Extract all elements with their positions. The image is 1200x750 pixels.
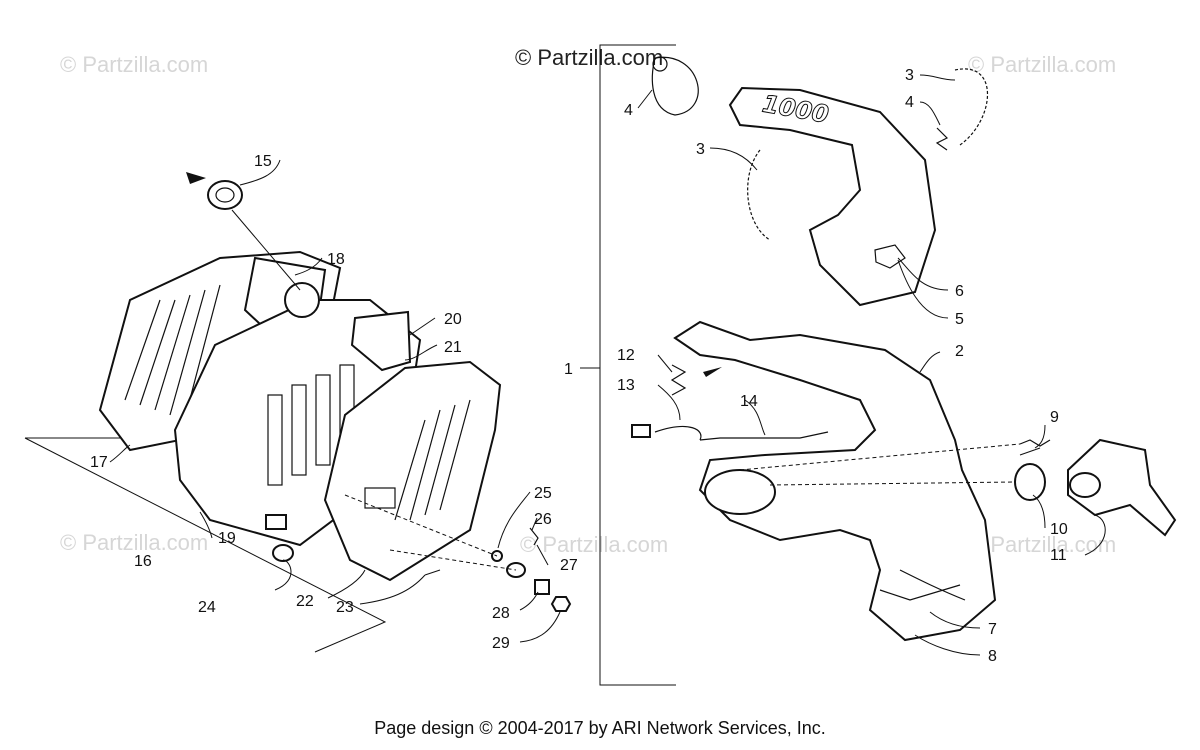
bolt-28 bbox=[534, 579, 550, 595]
watermark-bottom-center: © Partzilla.com bbox=[520, 532, 668, 557]
callout-3-left: 3 bbox=[696, 141, 705, 158]
watermark-top-center: © Partzilla.com bbox=[515, 45, 663, 70]
grommet bbox=[207, 180, 243, 210]
exhaust-manifold bbox=[1067, 438, 1177, 537]
manifold-port bbox=[1069, 472, 1101, 498]
watermark-bottom-left: © Partzilla.com bbox=[60, 530, 208, 555]
callout-15: 15 bbox=[254, 153, 272, 170]
callout-1: 1 bbox=[564, 361, 573, 378]
spring-clamp-upper-left bbox=[651, 56, 699, 116]
insulation-pad-upper bbox=[350, 310, 412, 372]
callout-13: 13 bbox=[617, 377, 635, 394]
callout-25: 25 bbox=[534, 485, 552, 502]
spring-4-left bbox=[652, 56, 668, 72]
group-bracket bbox=[580, 44, 676, 686]
floor-line-b bbox=[24, 437, 387, 653]
front-heat-shield bbox=[323, 360, 502, 582]
callout-19: 19 bbox=[218, 530, 236, 547]
chamber-inlet bbox=[704, 469, 776, 515]
callout-4-right: 4 bbox=[905, 94, 914, 111]
callout-10: 10 bbox=[1050, 521, 1068, 538]
callout-29: 29 bbox=[492, 635, 510, 652]
callout-3-top: 3 bbox=[905, 67, 914, 84]
expansion-chamber-assembly: 1000 bbox=[631, 56, 1177, 642]
callout-17: 17 bbox=[90, 454, 108, 471]
callout-23: 23 bbox=[336, 599, 354, 616]
pointer-arrow-left bbox=[186, 172, 206, 184]
callout-14: 14 bbox=[740, 393, 758, 410]
sensor-plug bbox=[631, 424, 651, 438]
watermark-top-right: © Partzilla.com bbox=[968, 52, 1116, 77]
callout-28: 28 bbox=[492, 605, 510, 622]
watermark-bottom-right: © Partzilla.com bbox=[968, 532, 1116, 557]
silencer-assembly bbox=[24, 172, 572, 653]
shield-patch bbox=[874, 244, 906, 269]
callout-21: 21 bbox=[444, 339, 462, 356]
chamber-patch bbox=[879, 584, 961, 601]
sensor-13 bbox=[654, 425, 702, 441]
expansion-chamber bbox=[673, 320, 997, 642]
spring-clamp-lower-left bbox=[747, 149, 771, 241]
leader-lines bbox=[109, 74, 1106, 656]
watermark-top-left: © Partzilla.com bbox=[60, 52, 208, 77]
pointer-arrow-right bbox=[703, 367, 722, 377]
upper-heat-shield bbox=[728, 86, 937, 307]
callout-4-left: 4 bbox=[624, 102, 633, 119]
page-footer: Page design © 2004-2017 by ARI Network S… bbox=[374, 718, 826, 738]
rubber-mount bbox=[272, 544, 294, 562]
clip-27 bbox=[529, 527, 539, 546]
chamber-weld bbox=[899, 569, 966, 601]
spring-4-right bbox=[935, 127, 949, 151]
callout-16: 16 bbox=[134, 553, 152, 570]
mount-bracket bbox=[265, 514, 287, 530]
callout-11: 11 bbox=[1050, 547, 1067, 564]
gasket-10 bbox=[1014, 463, 1046, 501]
nut-29 bbox=[550, 596, 572, 612]
callout-8: 8 bbox=[988, 648, 997, 665]
callout-labels: 1 2 3 3 4 4 5 6 7 8 9 10 11 12 13 14 15 … bbox=[90, 67, 1068, 665]
cable-14 bbox=[699, 431, 829, 441]
spring-clamp-right bbox=[954, 68, 988, 146]
callout-27: 27 bbox=[560, 557, 578, 574]
callout-9: 9 bbox=[1050, 409, 1059, 426]
callout-6: 6 bbox=[955, 283, 964, 300]
callout-24: 24 bbox=[198, 599, 216, 616]
silencer-outlet bbox=[284, 282, 320, 318]
callout-5: 5 bbox=[955, 311, 964, 328]
spring-12 bbox=[670, 364, 687, 396]
callout-22: 22 bbox=[296, 593, 314, 610]
callout-7: 7 bbox=[988, 621, 997, 638]
callout-20: 20 bbox=[444, 311, 462, 328]
callout-2: 2 bbox=[955, 343, 964, 360]
callout-18: 18 bbox=[327, 251, 345, 268]
callout-26: 26 bbox=[534, 511, 552, 528]
spring-9 bbox=[1019, 439, 1051, 447]
callout-12: 12 bbox=[617, 347, 635, 364]
